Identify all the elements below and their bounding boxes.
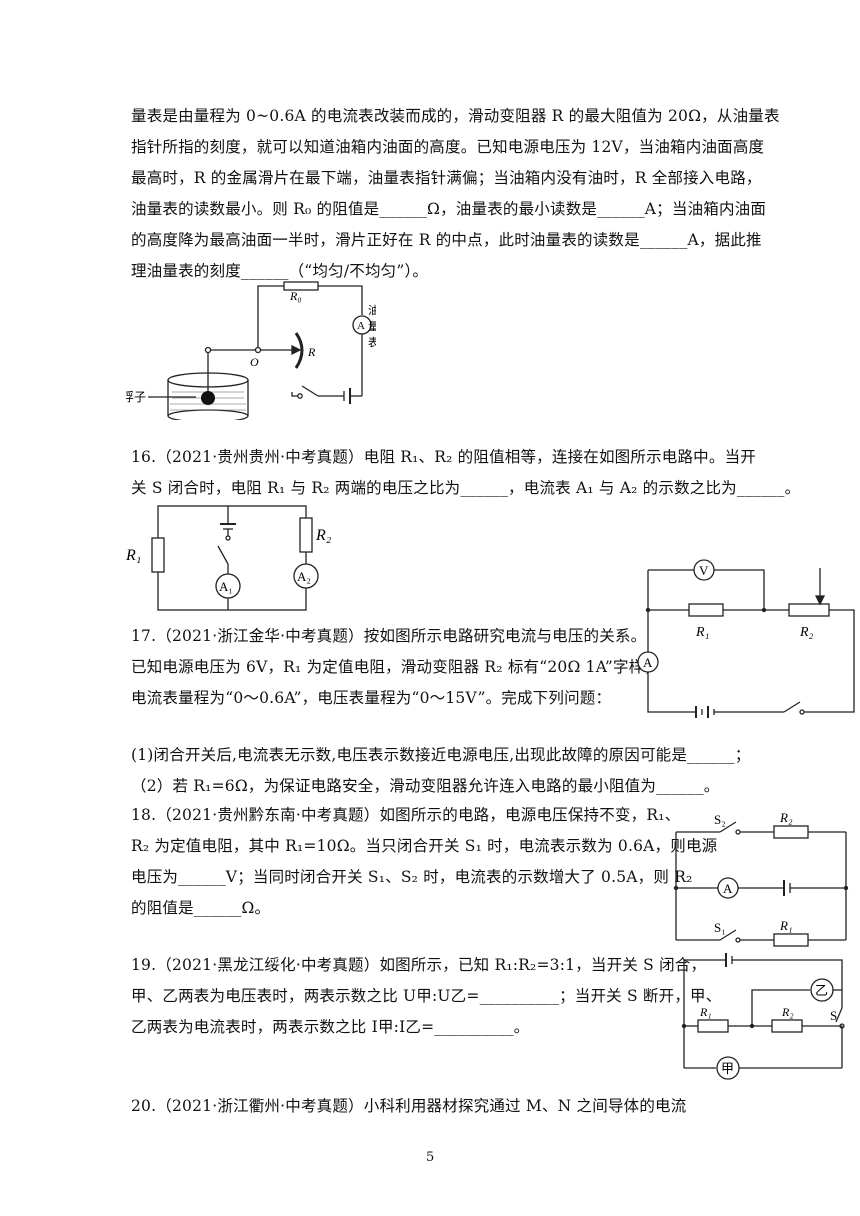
q19-line-1: 19.（2021·黑龙江绥化·中考真题）如图所示，已知 R₁:R₂=3:1，当开… xyxy=(131,956,707,974)
meter-char-3: 表 xyxy=(368,335,376,349)
q15-line-2: 指针所指的刻度，就可以知道油箱内油面的高度。已知电源电压为 12V，当油箱内油面… xyxy=(131,138,765,156)
r1-label: R₁ xyxy=(126,547,141,564)
float-label: 浮子 xyxy=(126,390,146,404)
ammeter-label: A xyxy=(723,881,733,896)
q17-line-3: 电流表量程为“0～0.6A”，电压表量程为“0～15V”。完成下列问题： xyxy=(131,689,612,707)
q17-line-4: (1)闭合开关后,电流表无示数,电压表示数接近电源电压,出现此故障的原因可能是_… xyxy=(131,746,751,764)
q15-oil-gauge-circuit: R₀ R O A 油 量 表 浮子 xyxy=(126,281,376,420)
s2-label: S₂ xyxy=(714,812,726,827)
q19-line-2: 甲、乙两表为电压表时，两表示数之比 U甲:U乙=__________；当开关 S… xyxy=(131,987,722,1005)
r2-label: R₂ xyxy=(315,527,332,544)
q20-line-1: 20.（2021·浙江衢州·中考真题）小科利用器材探究通过 M、N 之间导体的电… xyxy=(131,1097,687,1115)
meter-char-1: 油 xyxy=(368,303,376,317)
switch-s-label: S xyxy=(830,1008,837,1023)
q16-line-2: 关 S 闭合时，电阻 R₁ 与 R₂ 两端的电压之比为______，电流表 A₁… xyxy=(131,479,801,497)
q15-line-1: 量表是由量程为 0~0.6A 的电流表改装而成的，滑动变阻器 R 的最大阻值为 … xyxy=(131,107,780,125)
ammeter-a-label: A xyxy=(357,320,365,332)
meter-char-2: 量 xyxy=(368,320,376,333)
q17-circuit: V A R₁ R₂ xyxy=(637,559,855,718)
r1-label: R₁ xyxy=(699,1005,712,1019)
r0-label: R₀ xyxy=(289,289,302,303)
q18-line-1: 18.（2021·贵州黔东南·中考真题）如图所示的电路，电源电压保持不变，R₁、 xyxy=(131,806,681,824)
meter-yi-label: 乙 xyxy=(815,983,828,998)
r-label: R xyxy=(307,345,316,359)
r2-label: R₂ xyxy=(779,810,793,825)
r2-label: R₂ xyxy=(781,1005,794,1019)
meter-jia-label: 甲 xyxy=(721,1061,734,1076)
q17-line-5: （2）若 R₁=6Ω，为保证电路安全，滑动变阻器允许连入电路的最小阻值为____… xyxy=(131,777,720,795)
q18-line-3: 电压为______V；当同时闭合开关 S₁、S₂ 时，电流表的示数增大了 0.5… xyxy=(131,868,693,886)
page-number: 5 xyxy=(426,1150,435,1165)
ammeter-label: A xyxy=(643,655,653,670)
r1-label: R₁ xyxy=(695,625,709,640)
a2-label: A₂ xyxy=(297,569,311,584)
q17-line-1: 17.（2021·浙江金华·中考真题）按如图所示电路研究电流与电压的关系。 xyxy=(131,627,647,645)
a1-label: A₁ xyxy=(219,579,233,594)
q19-circuit: 乙 甲 R₁ R₂ S xyxy=(681,953,845,1080)
q17-line-2: 已知电源电压为 6V，R₁ 为定值电阻，滑动变阻器 R₂ 标有“20Ω 1A”字… xyxy=(131,658,661,676)
voltmeter-label: V xyxy=(699,563,709,578)
q15-line-4: 油量表的读数最小。则 R₀ 的阻值是______Ω，油量表的最小读数是_____… xyxy=(131,200,767,218)
q18-line-4: 的阻值是______Ω。 xyxy=(131,899,271,917)
q16-circuit: R₁ R₂ A₁ A₂ xyxy=(126,505,332,611)
q16-line-1: 16.（2021·贵州贵州·中考真题）电阻 R₁、R₂ 的阻值相等，连接在如图所… xyxy=(131,448,756,466)
o-label: O xyxy=(250,355,259,369)
s1-label: S₁ xyxy=(714,920,726,935)
q18-line-2: R₂ 为定值电阻，其中 R₁=10Ω。当只闭合开关 S₁ 时，电流表示数为 0.… xyxy=(131,837,718,855)
q15-line-6: 理油量表的刻度______（“均匀/不均匀”）。 xyxy=(131,262,429,280)
q15-line-5: 的高度降为最高油面一半时，滑片正好在 R 的中点，此时油量表的读数是______… xyxy=(131,231,762,249)
q18-circuit: S₂ R₂ A S₁ R₁ xyxy=(673,810,849,947)
r1-label: R₁ xyxy=(779,918,792,933)
r2-label: R₂ xyxy=(799,625,814,640)
q19-line-3: 乙两表为电流表时，两表示数之比 I甲:I乙=__________。 xyxy=(131,1018,530,1036)
q15-line-3: 最高时，R 的金属滑片在最下端，油量表指针满偏；当油箱内没有油时，R 全部接入电… xyxy=(131,169,762,187)
